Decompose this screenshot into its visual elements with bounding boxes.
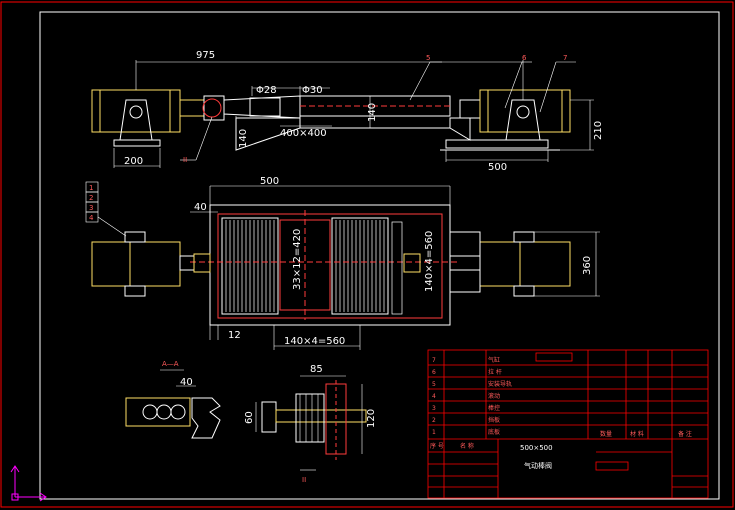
plan-right-cylinder — [479, 241, 571, 287]
right-cylinder — [479, 89, 571, 133]
dim-975: 975 — [196, 50, 215, 61]
detail-label-ii: II — [183, 156, 187, 164]
balloon-1: 1 — [89, 184, 93, 192]
dim-det-60: 60 — [244, 411, 255, 424]
dim-200: 200 — [124, 156, 143, 167]
parts-row-7-no: 1 — [432, 429, 436, 436]
balloon-4: 4 — [89, 214, 94, 222]
parts-row-6-name: 挡板 — [488, 416, 500, 424]
dim-140-mid: 140 — [367, 103, 378, 122]
balloon-2: 2 — [89, 194, 93, 202]
dim-phi30: Φ30 — [302, 85, 323, 96]
section-hole-1-icon — [142, 404, 158, 420]
dim-plan-360: 360 — [582, 256, 593, 275]
dim-plan-500: 500 — [260, 176, 279, 187]
ucs-icon — [10, 465, 47, 502]
sheet-inner-border — [39, 11, 720, 500]
section-label-aa: A—A — [162, 360, 179, 368]
left-grate — [221, 217, 279, 315]
front-elevation — [91, 60, 594, 168]
dim-det-120: 120 — [366, 409, 377, 428]
section-hole-3-icon — [170, 404, 186, 420]
parts-header-note: 备 注 — [678, 430, 692, 438]
parts-row-1-name: 气缸 — [488, 356, 500, 364]
dim-500-right: 500 — [488, 162, 507, 173]
detail-circle-ii — [202, 98, 222, 118]
parts-row-6-no: 2 — [432, 417, 436, 424]
parts-row-7-name: 底板 — [488, 428, 500, 436]
detail-ii — [255, 375, 367, 471]
right-grate — [331, 217, 389, 315]
dim-plan-12: 12 — [228, 330, 241, 341]
parts-header-name: 名 称 — [460, 442, 474, 450]
parts-row-4-name: 滚动 — [488, 392, 500, 400]
plan-left-cylinder — [91, 241, 181, 287]
parts-row-5-no: 3 — [432, 405, 436, 412]
dim-sec-40: 40 — [180, 377, 193, 388]
parts-row-1-no: 7 — [432, 357, 436, 364]
parts-row-2-no: 6 — [432, 369, 436, 376]
plan-view — [85, 181, 600, 350]
title-spec: 500×500 — [520, 444, 553, 452]
right-pin-icon — [516, 105, 530, 119]
parts-row-3-no: 5 — [432, 381, 436, 388]
parts-header-qty: 数量 — [600, 430, 612, 438]
dim-pitch-vertical: 33×12=420 — [292, 229, 303, 290]
parts-row-3-name: 安装导轨 — [488, 380, 512, 388]
dim-det-85: 85 — [310, 364, 323, 375]
balloon-6: 6 — [522, 54, 527, 62]
section-aa — [125, 369, 221, 439]
title-name: 气动棒阀 — [524, 461, 552, 470]
parts-row-4-no: 4 — [432, 393, 436, 400]
balloon-3: 3 — [89, 204, 93, 212]
dim-plan-40: 40 — [194, 202, 207, 213]
dim-400x400: 400×400 — [280, 128, 327, 139]
parts-list: 7 气缸 6 拉 杆 5 安装导轨 4 滚动 3 棒控 2 挡板 1 底板 序 … — [430, 356, 692, 450]
detail-label-ii-bottom: II — [302, 476, 306, 484]
parts-row-2-name: 拉 杆 — [488, 368, 502, 376]
dim-phi28: Φ28 — [256, 85, 277, 96]
section-hole-2-icon — [156, 404, 172, 420]
parts-header-mat: 材 料 — [630, 430, 644, 438]
left-pin-icon — [129, 105, 143, 119]
dim-210: 210 — [593, 121, 604, 140]
dim-pitch-bottom: 140×4=560 — [284, 336, 345, 347]
parts-header-no: 序 号 — [430, 442, 444, 450]
balloon-5: 5 — [426, 54, 430, 62]
balloon-7: 7 — [563, 54, 567, 62]
dim-140-left: 140 — [238, 129, 249, 148]
dim-pitch-right: 140×4=560 — [424, 231, 435, 292]
parts-row-5-name: 棒控 — [488, 404, 500, 412]
left-cylinder — [91, 89, 181, 133]
title-block — [427, 349, 709, 499]
